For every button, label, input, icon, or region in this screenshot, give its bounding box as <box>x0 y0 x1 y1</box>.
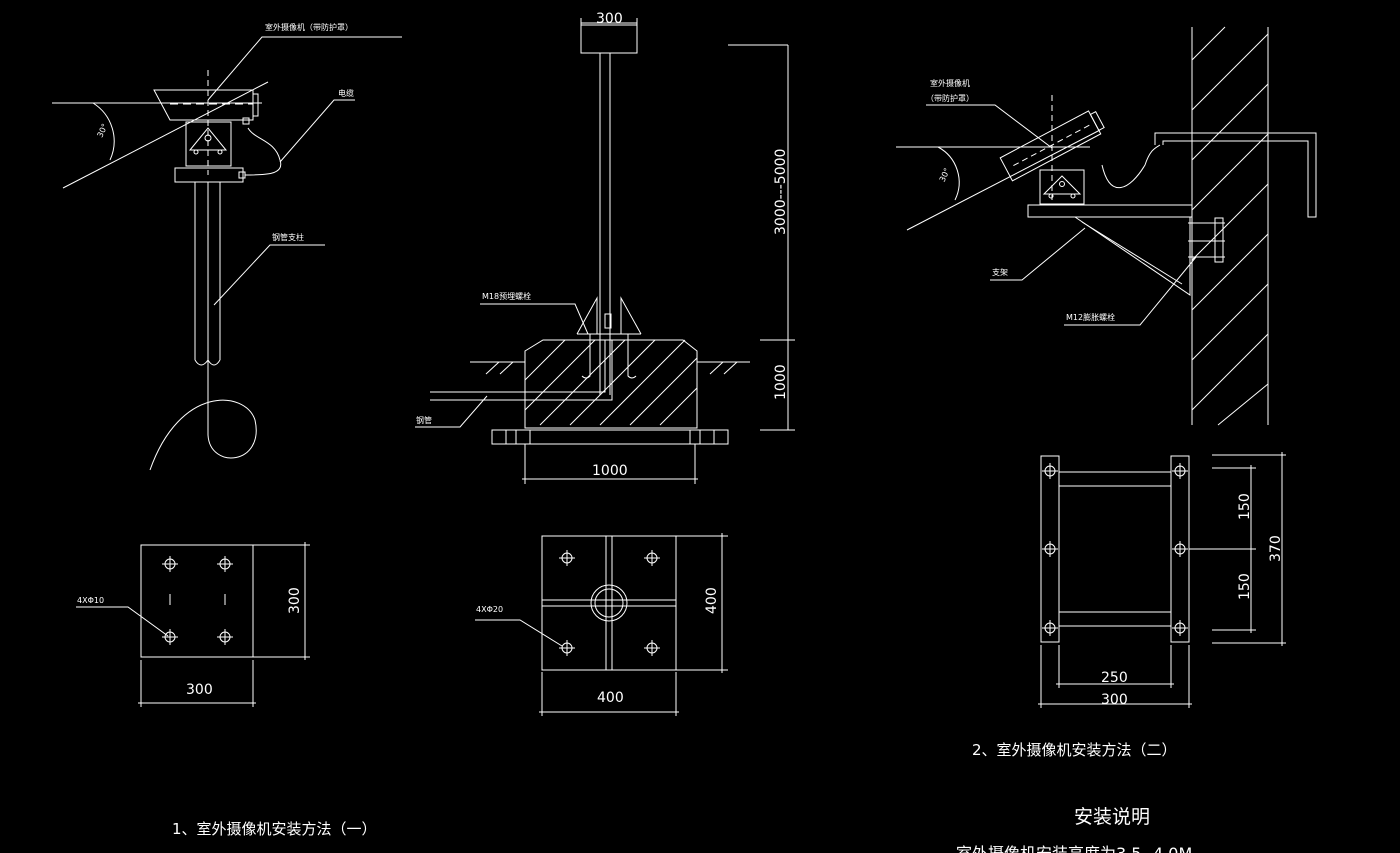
label-bracket: 支架 <box>992 267 1008 277</box>
label-camera-guard-1: 室外摄像机（带防护罩） <box>265 22 353 32</box>
dim-plate2-height: 400 <box>704 587 720 614</box>
label-steel-pipe: 钢管 <box>416 415 432 425</box>
figure-pole-camera: 30° <box>52 22 402 471</box>
dim-pole-height: 3000---5000 <box>773 149 789 235</box>
label-holes-4x10: 4XΦ10 <box>77 596 104 605</box>
dim-bracket-inner-width: 250 <box>1101 670 1128 686</box>
angle-label-2: 30° <box>938 167 952 184</box>
notes-line-1: 室外摄像机安装高度为3.5--4.0M <box>956 844 1192 853</box>
label-cable: 电缆 <box>338 88 354 98</box>
notes-title: 安装说明 <box>1074 806 1150 828</box>
angle-arc-1 <box>92 102 115 161</box>
dim-bracket-total: 370 <box>1268 535 1284 562</box>
dim-plate1-width: 300 <box>186 682 213 698</box>
base-plate-2: 400 400 4XΦ20 <box>475 533 728 716</box>
dim-plate1-height: 300 <box>287 587 303 614</box>
dim-foundation-depth: 1000 <box>773 364 789 400</box>
dim-foundation-width: 1000 <box>592 463 628 479</box>
wall-bracket <box>1027 204 1225 296</box>
dim-bracket-lower: 150 <box>1237 573 1253 600</box>
base-plate-1: 300 300 4XΦ10 <box>76 542 310 707</box>
figure-pole-elevation: 300 <box>415 11 795 484</box>
figure-wall-camera: 30° 室外摄像机 （带防护罩） 支架 <box>896 26 1317 426</box>
bracket-plate: 150 150 370 250 300 <box>1038 452 1286 708</box>
angle-label-1: 30° <box>96 122 110 139</box>
wall-hatch <box>1191 26 1269 426</box>
camera-mount-1 <box>185 117 250 167</box>
foundation-hatch <box>524 339 698 426</box>
label-holes-4x20: 4XΦ20 <box>476 605 503 614</box>
pole-clamp <box>174 167 244 183</box>
label-bolt-m18: M18预埋螺栓 <box>482 291 531 301</box>
dim-plate2-width: 400 <box>597 690 624 706</box>
label-steel-pole: 钢管支柱 <box>272 232 304 242</box>
steel-pole <box>149 182 257 471</box>
dim-bracket-outer-width: 300 <box>1101 692 1128 708</box>
caption-method-2: 2、室外摄像机安装方法（二） <box>972 741 1177 759</box>
dim-bracket-upper: 150 <box>1237 493 1253 520</box>
caption-method-1: 1、室外摄像机安装方法（一） <box>172 820 377 838</box>
label-bolt-m12: M12膨胀螺栓 <box>1066 312 1115 322</box>
label-camera-guard-2-line2: （带防护罩） <box>926 93 974 103</box>
dim-top-plate-width: 300 <box>596 11 623 27</box>
cable-line <box>244 127 282 176</box>
label-camera-guard-2-line1: 室外摄像机 <box>930 78 970 88</box>
